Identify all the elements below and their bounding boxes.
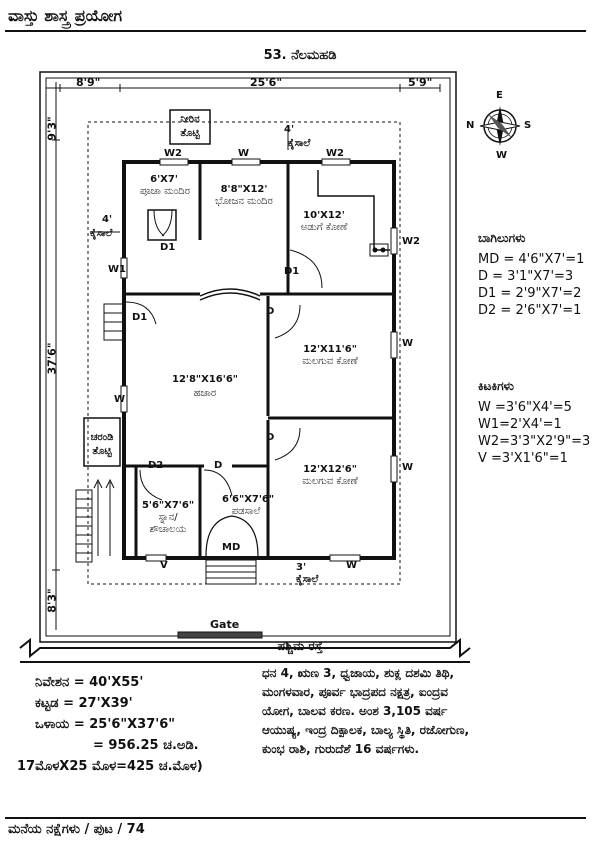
compass-right: S <box>524 120 532 131</box>
sewage-tank-label-2: ತೊಟ್ಟಿ <box>92 446 112 457</box>
sewage-tank-label-1: ಚರಂಡಿ <box>90 432 114 443</box>
doors-legend-item: D1 = 2'9"X7'=2 <box>478 286 582 301</box>
dining-size: 8'8"X12' <box>220 184 268 195</box>
windows-legend-item: W =3'6"X4'=5 <box>478 400 572 415</box>
corridor-top-dim: 4' <box>284 124 295 135</box>
corridor-left-label: ಕೈಸಾಲೆ <box>90 228 113 239</box>
door-label: D1 <box>284 266 300 277</box>
pooja-size: 6'X7' <box>150 174 178 185</box>
doors-legend-item: MD = 4'6"X7'=1 <box>478 252 585 267</box>
pooja-name: ಪೂಜಾ ಮಂದಿರ <box>140 186 190 197</box>
inner-size: ಒಳಾಯ = 25'6"X37'6" <box>35 717 176 732</box>
area-value: = 956.25 ಚ.ಅಡಿ. <box>93 738 199 753</box>
window-label: W <box>346 560 358 571</box>
compass-left: N <box>466 120 475 131</box>
dim-left-mid: 37'6" <box>45 342 59 375</box>
bed2-name: ಮಲಗುವ ಕೋಣೆ <box>302 476 358 487</box>
area-formula: 17ಮೊಳX25 ಮೊಳ=425 ಚ.ಮೊಳ) <box>17 759 203 774</box>
dim-left-top: 9'3" <box>45 116 59 141</box>
dim-top-left: 8'9" <box>76 76 101 89</box>
dim-top-mid: 25'6" <box>250 76 283 89</box>
bed1-size: 12'X11'6" <box>303 344 357 355</box>
windows-legend-heading: ಕಿಟಕಿಗಳು <box>478 379 514 393</box>
corridor-bottom-dim: 3' <box>296 562 307 573</box>
windows-legend: ಕಿಟಕಿಗಳು W =3'6"X4'=5 W1=2'X4'=1 W2=3'3"… <box>478 378 590 467</box>
gate-label: Gate <box>210 618 240 631</box>
compass-top: E <box>496 90 503 101</box>
door-label: D1 <box>132 312 148 323</box>
astrology-details: ಧನ 4, ಋಣ 3, ಧ್ವಜಾಯ, ಶುಕ್ಲ ದಶಮಿ ತಿಥಿ, ಮಂಗ… <box>262 666 470 756</box>
road-label: ಪಶ್ಚಿಮ ರಸ್ತೆ <box>277 639 323 653</box>
bed1-name: ಮಲಗುವ ಕೋಣೆ <box>302 356 358 367</box>
hall-size: 12'8"X16'6" <box>171 374 238 385</box>
window-label: W <box>402 338 414 349</box>
site-summary: ನಿವೇಶನ = 40'X55' ಕಟ್ಟಡ = 27'X39' ಒಳಾಯ = … <box>17 672 203 777</box>
window-label: W2 <box>164 148 182 159</box>
window-label: W1 <box>108 264 126 275</box>
door-label: D1 <box>160 242 176 253</box>
dim-left-bottom: 8'3" <box>45 588 59 613</box>
window-label: W <box>114 394 126 405</box>
header-rule <box>5 30 586 32</box>
doors-legend: ಬಾಗಿಲುಗಳು MD = 4'6"X7'=1 D = 3'1"X7'=3 D… <box>478 230 584 319</box>
dining-name: ಭೋಜನ ಮಂದಿರ <box>215 196 273 207</box>
bath-name-2: ಶೌಚಾಲಯ <box>149 524 187 535</box>
corridor-top-label: ಕೈಸಾಲೆ <box>288 138 311 149</box>
door-label: D <box>214 460 223 471</box>
bath-size: 5'6"X7'6" <box>141 500 195 511</box>
water-tank-label-2: ತೊಟ್ಟಿ <box>180 128 200 139</box>
doors-legend-heading: ಬಾಗಿಲುಗಳು <box>478 231 526 245</box>
doors-legend-item: D = 3'1"X7'=3 <box>478 269 574 284</box>
bed2-size: 12'X12'6" <box>303 464 357 475</box>
hall-name: ಹಜಾರ <box>193 388 217 399</box>
compass-bottom: W <box>496 150 508 161</box>
site-boundary-outer <box>39 71 457 643</box>
door-label: D2 <box>148 460 164 471</box>
main-door-label: MD <box>222 542 241 553</box>
kitchen-name: ಅಡುಗೆ ಕೋಣೆ <box>300 222 348 233</box>
passage-name: ಪಡಸಾಲೆ <box>231 506 261 517</box>
windows-legend-item: W1=2'X4'=1 <box>478 417 562 432</box>
windows-legend-item: W2=3'3"X2'9"=3 <box>478 434 591 449</box>
water-tank-label-1: ನೀರಿನ <box>180 114 200 125</box>
window-label: W2 <box>326 148 344 159</box>
corridor-bottom-label: ಕೈಸಾಲೆ <box>296 574 319 585</box>
window-label: W <box>402 462 414 473</box>
doors-legend-item: D2 = 2'6"X7'=1 <box>478 303 582 318</box>
dim-top-right: 5'9" <box>408 76 433 89</box>
footer-rule <box>5 817 586 819</box>
window-label: V <box>160 560 168 571</box>
site-size: ನಿವೇಶನ = 40'X55' <box>35 675 144 690</box>
windows-legend-item: V =3'X1'6"=1 <box>478 451 568 466</box>
building-size: ಕಟ್ಟಡ = 27'X39' <box>35 696 133 711</box>
plan-title: 53. ನೆಲಮಹಡಿ <box>263 48 337 63</box>
page-header-title: ವಾಸ್ತು ಶಾಸ್ತ್ರ ಪ್ರಯೋಗ <box>8 6 123 25</box>
page-footer: ಮನೆಯ ನಕ್ಷೆಗಳು / ಪುಟ / 74 <box>8 822 145 837</box>
passage-size: 6'6"X7'6" <box>222 494 275 505</box>
door-label: D <box>266 432 275 443</box>
compass-rose <box>479 106 521 146</box>
corridor-left-dim: 4' <box>102 214 113 225</box>
window-label: W2 <box>402 236 420 247</box>
bath-name-1: ಸ್ನಾನ/ <box>158 512 178 523</box>
window-label: W <box>238 148 250 159</box>
kitchen-size: 10'X12' <box>303 210 345 221</box>
door-label: D <box>266 306 275 317</box>
